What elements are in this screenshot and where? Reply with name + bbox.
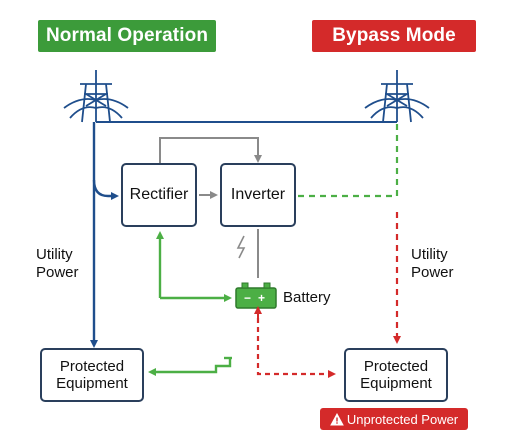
inverter-block: Inverter bbox=[220, 163, 296, 227]
battery-label: Battery bbox=[283, 289, 331, 306]
battery-icon: + − bbox=[235, 282, 277, 309]
power-tower-left-icon bbox=[63, 70, 129, 123]
bypass-mode-badge: Bypass Mode bbox=[312, 20, 476, 52]
power-tower-right-icon bbox=[364, 70, 430, 123]
control-path bbox=[159, 137, 262, 163]
unprotected-path bbox=[256, 318, 336, 378]
normal-operation-badge: Normal Operation bbox=[38, 20, 216, 52]
svg-text:+: + bbox=[258, 291, 265, 305]
output-to-protected-left bbox=[148, 358, 232, 376]
rectifier-block: Rectifier bbox=[121, 163, 197, 227]
utility-power-label-right: Utility Power bbox=[411, 246, 454, 281]
protected-equipment-left: Protected Equipment bbox=[40, 348, 144, 402]
warning-triangle-icon bbox=[330, 412, 344, 425]
utility-power-label-left: Utility Power bbox=[36, 246, 79, 281]
unprotected-power-label: Unprotected Power bbox=[346, 411, 459, 427]
lightning-bolt-icon bbox=[236, 235, 246, 259]
svg-text:−: − bbox=[244, 291, 251, 305]
bypass-green-dashed bbox=[298, 122, 399, 198]
protected-equipment-right: Protected Equipment bbox=[344, 348, 448, 402]
unprotected-power-badge: Unprotected Power bbox=[320, 408, 468, 430]
utility-to-rectifier bbox=[92, 179, 119, 200]
